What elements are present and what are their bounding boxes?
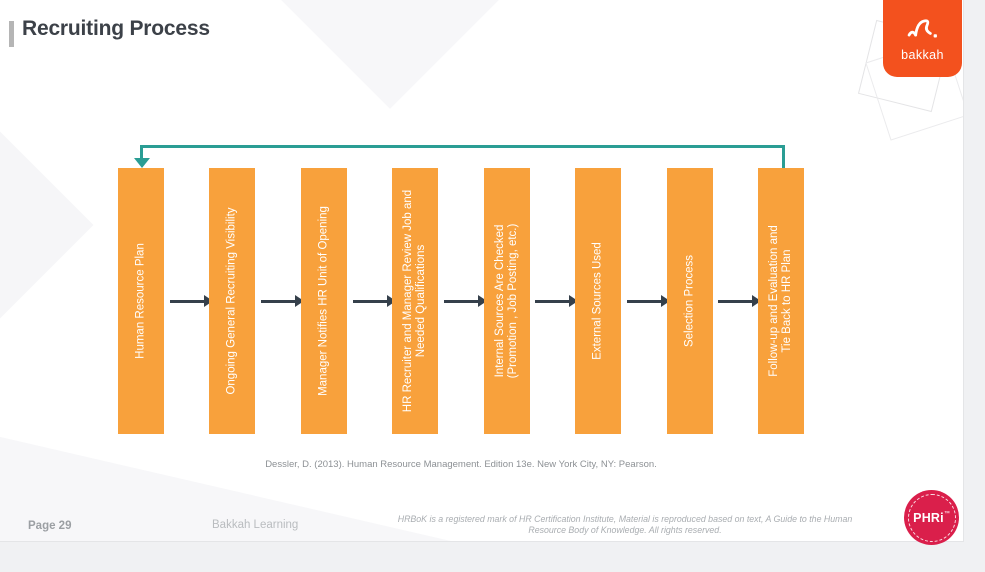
- page-title: Recruiting Process: [22, 17, 210, 40]
- flow-arrow-right: [164, 168, 209, 434]
- process-step-label: Internal Sources Are Checked (Promotion …: [493, 223, 519, 379]
- process-flow: Human Resource Plan Ongoing General Recru…: [118, 168, 804, 434]
- process-step-label: Selection Process: [683, 254, 696, 348]
- footer-brand: Bakkah Learning: [212, 519, 299, 531]
- loopback-arrow-horizontal: [141, 145, 785, 148]
- process-step-label: HR Recruiter and Manager Review Job and …: [402, 189, 428, 413]
- process-step-bar: Internal Sources Are Checked (Promotion …: [483, 168, 530, 434]
- loopback-arrow-right-segment: [782, 145, 785, 169]
- logo-wordmark: bakkah: [901, 48, 944, 62]
- bakkah-logo: bakkah: [883, 0, 962, 77]
- page-number: Page 29: [28, 520, 72, 532]
- loopback-arrowhead-icon: [134, 158, 150, 168]
- arrow-right-icon: [261, 299, 296, 303]
- arrow-right-icon: [352, 299, 387, 303]
- process-step-label: Follow-up and Evaluation and Tie Back to…: [768, 225, 793, 377]
- flow-arrow-right: [713, 168, 758, 434]
- process-step-label: Manager Notifies HR Unit of Opening: [317, 206, 330, 396]
- arrow-right-icon: [626, 299, 661, 303]
- arrow-right-icon: [535, 299, 570, 303]
- phri-badge-label: PHRi: [913, 510, 944, 525]
- process-step-bar: Selection Process: [666, 168, 713, 434]
- flow-arrow-right: [438, 168, 483, 434]
- flow-arrow-right: [621, 168, 666, 434]
- flow-arrow-right: [255, 168, 300, 434]
- title-accent-bar: [9, 21, 14, 47]
- arrow-right-icon: [169, 299, 204, 303]
- watermark-shape: [0, 76, 94, 374]
- process-step-bar: Human Resource Plan: [118, 168, 164, 434]
- bakkah-mark-icon: [905, 16, 941, 46]
- arrow-right-icon: [443, 299, 478, 303]
- process-step-bar: Follow-up and Evaluation and Tie Back to…: [758, 168, 804, 434]
- phri-trademark: ™: [943, 510, 950, 517]
- process-step-bar: Manager Notifies HR Unit of Opening: [300, 168, 347, 434]
- process-step-label: Human Resource Plan: [134, 243, 147, 359]
- citation-text: Dessler, D. (2013). Human Resource Manag…: [265, 459, 657, 470]
- process-step-label: Ongoing General Recruiting Visibility: [225, 207, 238, 395]
- phri-badge-ring: [907, 493, 956, 542]
- arrow-right-icon: [718, 299, 753, 303]
- flow-arrow-right: [530, 168, 575, 434]
- process-step-bar: External Sources Used: [575, 168, 622, 434]
- phri-badge: PHRi ™: [904, 490, 959, 545]
- slide: Recruiting Process bakkah Human Resource…: [0, 0, 964, 542]
- loopback-arrow-left-segment: [140, 145, 143, 160]
- footer-disclaimer: HRBoK is a registered mark of HR Certifi…: [397, 514, 853, 535]
- flow-arrow-right: [347, 168, 392, 434]
- process-step-label: External Sources Used: [591, 242, 604, 360]
- watermark-shape: [206, 0, 574, 109]
- process-step-bar: Ongoing General Recruiting Visibility: [209, 168, 256, 434]
- process-step-bar: HR Recruiter and Manager Review Job and …: [392, 168, 439, 434]
